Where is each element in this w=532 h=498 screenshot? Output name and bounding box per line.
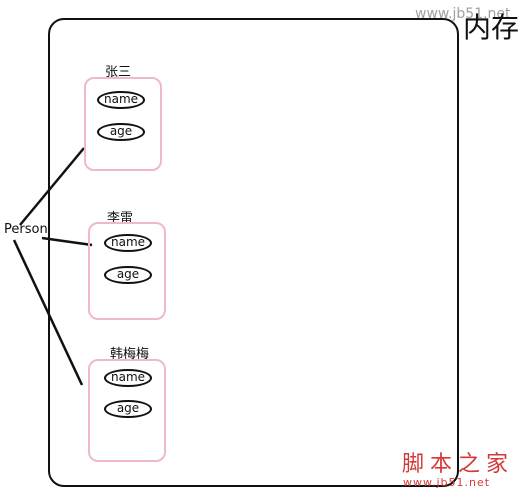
field-name: name bbox=[104, 234, 152, 252]
memory-container bbox=[48, 18, 459, 487]
field-age: age bbox=[104, 266, 152, 284]
ref-line-zhangsan bbox=[19, 147, 85, 226]
object-box-zhangsan bbox=[84, 77, 162, 171]
field-age: age bbox=[97, 123, 145, 141]
object-label-zhangsan: 张三 bbox=[105, 65, 132, 80]
ref-line-hanmeimei bbox=[12, 239, 84, 386]
person-reference-label: Person bbox=[4, 222, 48, 237]
watermark-bottom-url: www.jb51.net bbox=[403, 476, 491, 489]
ref-line-lilei bbox=[41, 236, 93, 247]
watermark-logo: 脚本之家 bbox=[402, 452, 515, 477]
field-age: age bbox=[104, 400, 152, 418]
object-box-lilei bbox=[88, 222, 166, 320]
field-name: name bbox=[97, 91, 145, 109]
field-name: name bbox=[104, 369, 152, 387]
memory-label: 内存 bbox=[463, 11, 520, 44]
object-label-hanmeimei: 韩梅梅 bbox=[110, 347, 150, 362]
object-box-hanmeimei bbox=[88, 359, 166, 462]
